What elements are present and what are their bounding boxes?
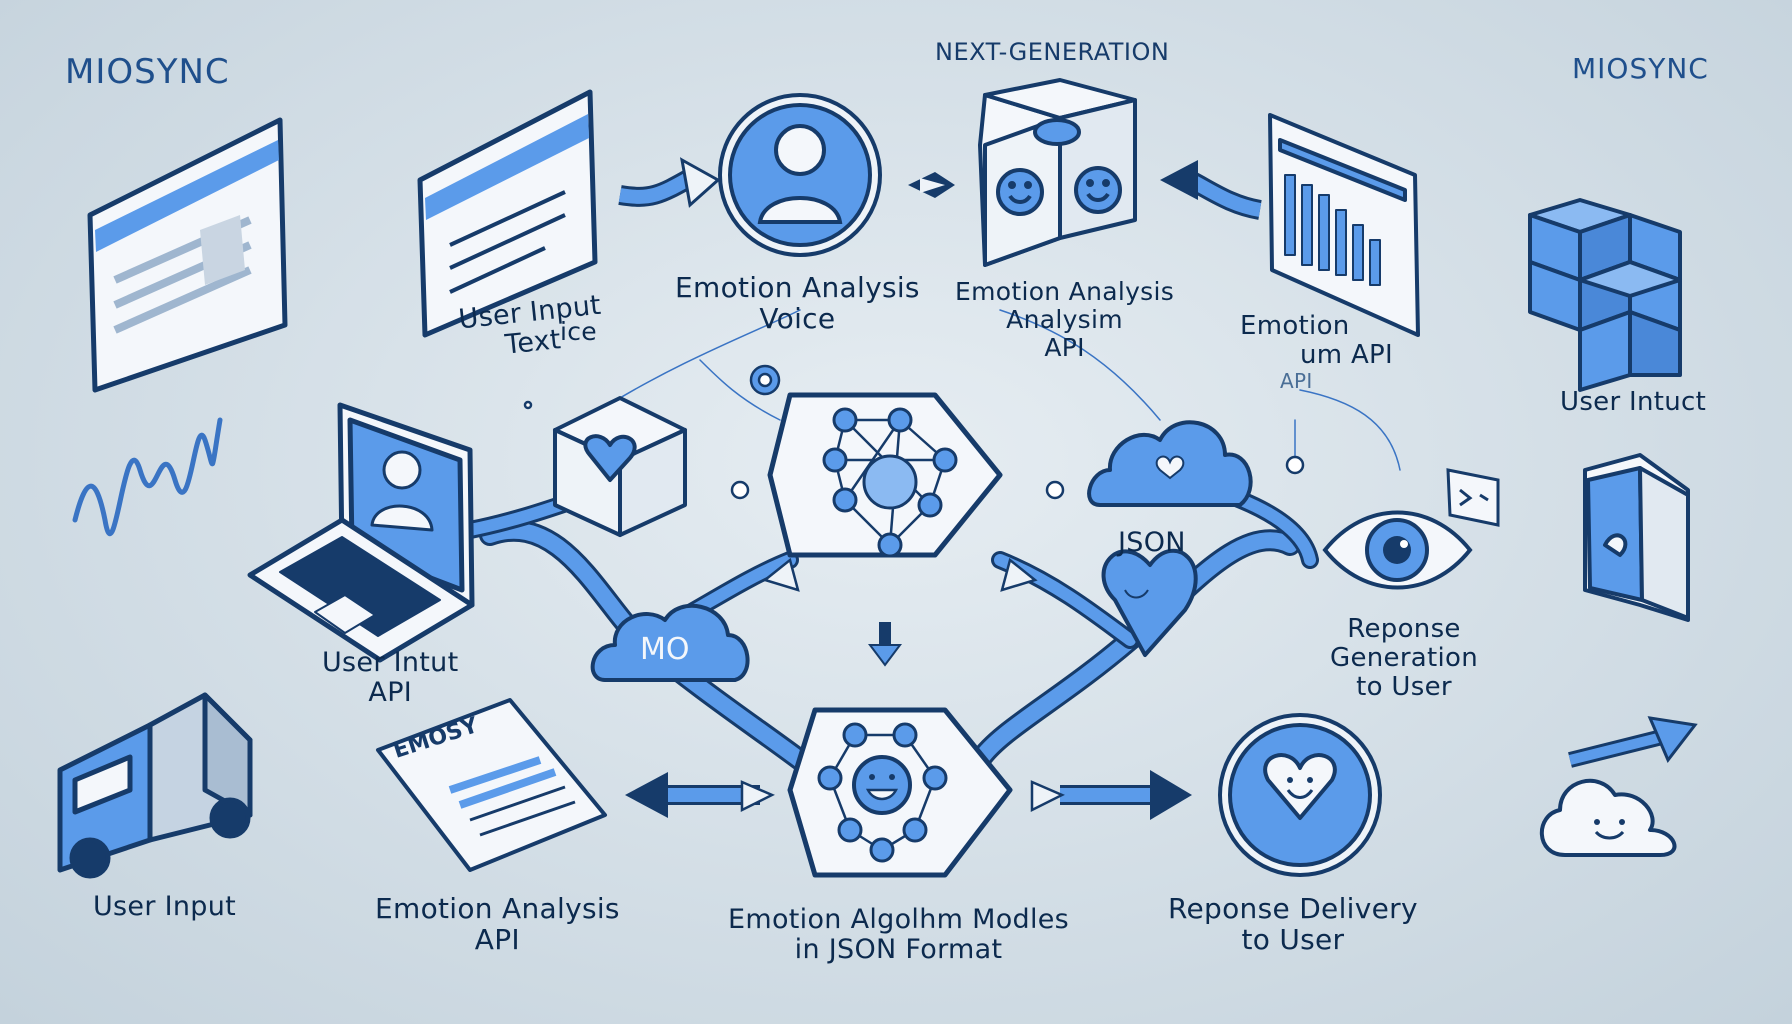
- label-response-delivery: Reponse Delivery to User: [1168, 892, 1418, 957]
- node-dots: [523, 364, 1305, 500]
- label-algorithm: Emotion Algolhm Modles in JSON Format: [728, 904, 1070, 966]
- label-emotion-api-top: Emotion Analysis Analysim API: [955, 277, 1175, 362]
- brand-left: MIOSYNC: [65, 52, 230, 92]
- top-arrows: [618, 157, 1262, 220]
- cloud-icon: [1087, 420, 1253, 507]
- smiling-cloud-icon: [1539, 716, 1698, 857]
- text-window-icon: [417, 89, 598, 338]
- label-emotion-api-bottom: Emotion Analysis API: [375, 892, 620, 957]
- bar-chart-panel-icon: [1268, 113, 1420, 337]
- label-user-input-bottom: User Input: [93, 891, 237, 922]
- emoji-cube-icon: [978, 78, 1137, 267]
- user-avatar-icon: [718, 93, 882, 257]
- brand-right: MIOSYNC: [1572, 52, 1709, 85]
- browser-icon: [87, 117, 288, 393]
- label-user-intut-api: User Intut API: [322, 647, 459, 709]
- label-json: JSON: [1118, 527, 1186, 558]
- document-icon: [376, 698, 607, 872]
- label-response-generation: Reponse Generation to User: [1330, 614, 1479, 703]
- neural-network-hexagon-icon: [767, 392, 1003, 558]
- heart-box-icon: [553, 396, 687, 537]
- waveform-icon: [72, 417, 223, 537]
- cubes-icon: [1528, 198, 1682, 392]
- eye-icon: [1322, 468, 1500, 590]
- label-user-intuct: User Intuct: [1560, 387, 1707, 417]
- subtitle: NEXT-GENERATION: [935, 38, 1170, 66]
- label-emotion-api-right: Emotion um API API: [1240, 311, 1394, 394]
- smiley-network-hexagon-icon: [787, 707, 1013, 878]
- label-emotion-voice: Emotion Analysis Voice: [675, 271, 920, 336]
- truck-icon: [57, 692, 253, 879]
- heart-icon: [1101, 548, 1198, 657]
- laptop-icon: [247, 402, 475, 663]
- bottom-arrows: [625, 557, 1192, 820]
- mo-cloud-icon: [590, 603, 750, 682]
- mo-cloud-text: MO: [640, 632, 690, 667]
- label-user-input-overlay: ice: [560, 317, 597, 346]
- phone-icon: [1583, 453, 1690, 622]
- heart-smile-circle-icon: [1218, 713, 1382, 877]
